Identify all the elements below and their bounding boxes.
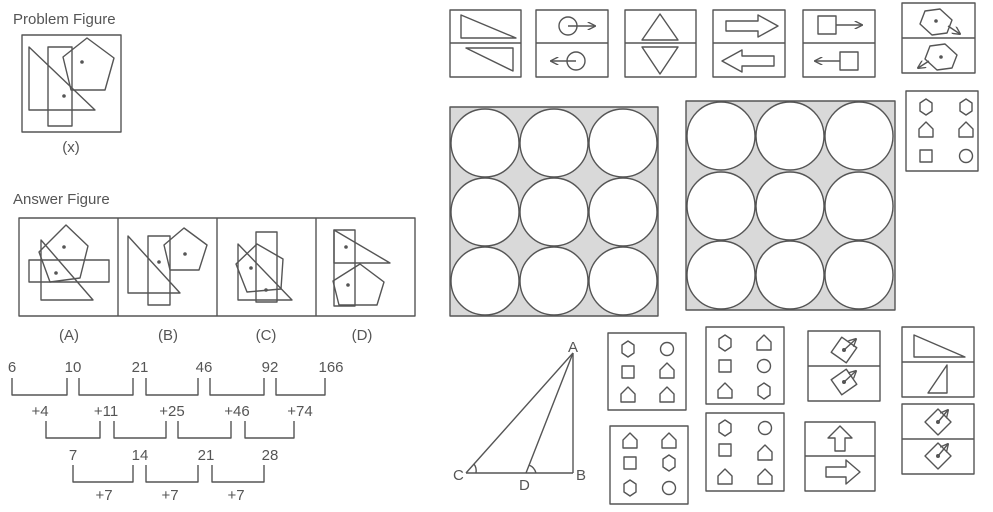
- mirror-up-right-arrow-box: [804, 421, 876, 492]
- option-c-label[interactable]: (C): [256, 327, 277, 344]
- series-diff-3: +25: [159, 403, 184, 420]
- series-term-5: 92: [262, 359, 279, 376]
- mirror-diamond-box-2: [901, 403, 975, 475]
- mirror-circle-arrow-box: [535, 9, 609, 78]
- series-term-6: 166: [318, 359, 343, 376]
- option-d-label[interactable]: (D): [352, 327, 373, 344]
- mirror-triangle-box: [449, 9, 522, 78]
- shape-box-3: [609, 425, 689, 505]
- circle-grid-right: [685, 100, 896, 311]
- answer-option-d-figure[interactable]: [332, 229, 391, 307]
- point-a-label: A: [568, 339, 578, 356]
- answer-option-a-figure[interactable]: [28, 224, 110, 301]
- circle-grid-left: [449, 106, 659, 317]
- answer-option-labels: (A) (B) (C) (D): [59, 327, 372, 344]
- number-series: 6 10 21 46 92 166 +4 +11 +25 +46 +74 7 1…: [8, 359, 344, 504]
- triangle-shape: [28, 46, 96, 111]
- series-diff-5: +74: [287, 403, 312, 420]
- triangle-abc-diagram: A B C D: [453, 339, 586, 494]
- series-diff-4: +46: [224, 403, 249, 420]
- mirror-triangle-updown-box: [624, 9, 697, 78]
- series-second-diff-4: 28: [262, 447, 279, 464]
- point-c-label: C: [453, 467, 464, 484]
- series-second-diff-3: 21: [198, 447, 215, 464]
- series-third-diff-3: +7: [227, 487, 244, 504]
- shape-box-top-right: [905, 90, 979, 172]
- mirror-diamond-box-1: [807, 330, 881, 402]
- answer-figures: [18, 217, 416, 317]
- series-second-diff-1: 7: [69, 447, 77, 464]
- point-d-label: D: [519, 477, 530, 494]
- rectangle-shape: [47, 46, 73, 127]
- series-term-2: 10: [65, 359, 82, 376]
- series-term-3: 21: [132, 359, 149, 376]
- problem-figure: [21, 34, 122, 133]
- series-term-1: 6: [8, 359, 16, 376]
- point-b-label: B: [576, 467, 586, 484]
- answer-figure-title: Answer Figure: [13, 191, 110, 208]
- problem-figure-title: Problem Figure: [13, 11, 116, 28]
- series-diff-2: +11: [94, 403, 118, 420]
- shape-box-2: [705, 326, 785, 405]
- option-a-label[interactable]: (A): [59, 327, 79, 344]
- mirror-square-arrow-box: [802, 9, 876, 78]
- series-second-diff-2: 14: [132, 447, 149, 464]
- option-b-label[interactable]: (B): [158, 327, 178, 344]
- series-third-diff-1: +7: [95, 487, 112, 504]
- shape-box-4: [705, 412, 785, 492]
- mirror-right-triangle-box: [901, 326, 975, 398]
- shape-box-1: [607, 332, 687, 411]
- answer-option-c-figure[interactable]: [235, 231, 293, 303]
- series-term-4: 46: [196, 359, 213, 376]
- mirror-block-arrow-box: [712, 9, 786, 78]
- answer-option-b-figure[interactable]: [127, 227, 208, 306]
- mirror-hexagon-box: [901, 2, 976, 74]
- series-diff-1: +4: [31, 403, 48, 420]
- problem-figure-caption: (x): [62, 139, 80, 156]
- series-third-diff-2: +7: [161, 487, 178, 504]
- pentagon-shape: [62, 37, 115, 91]
